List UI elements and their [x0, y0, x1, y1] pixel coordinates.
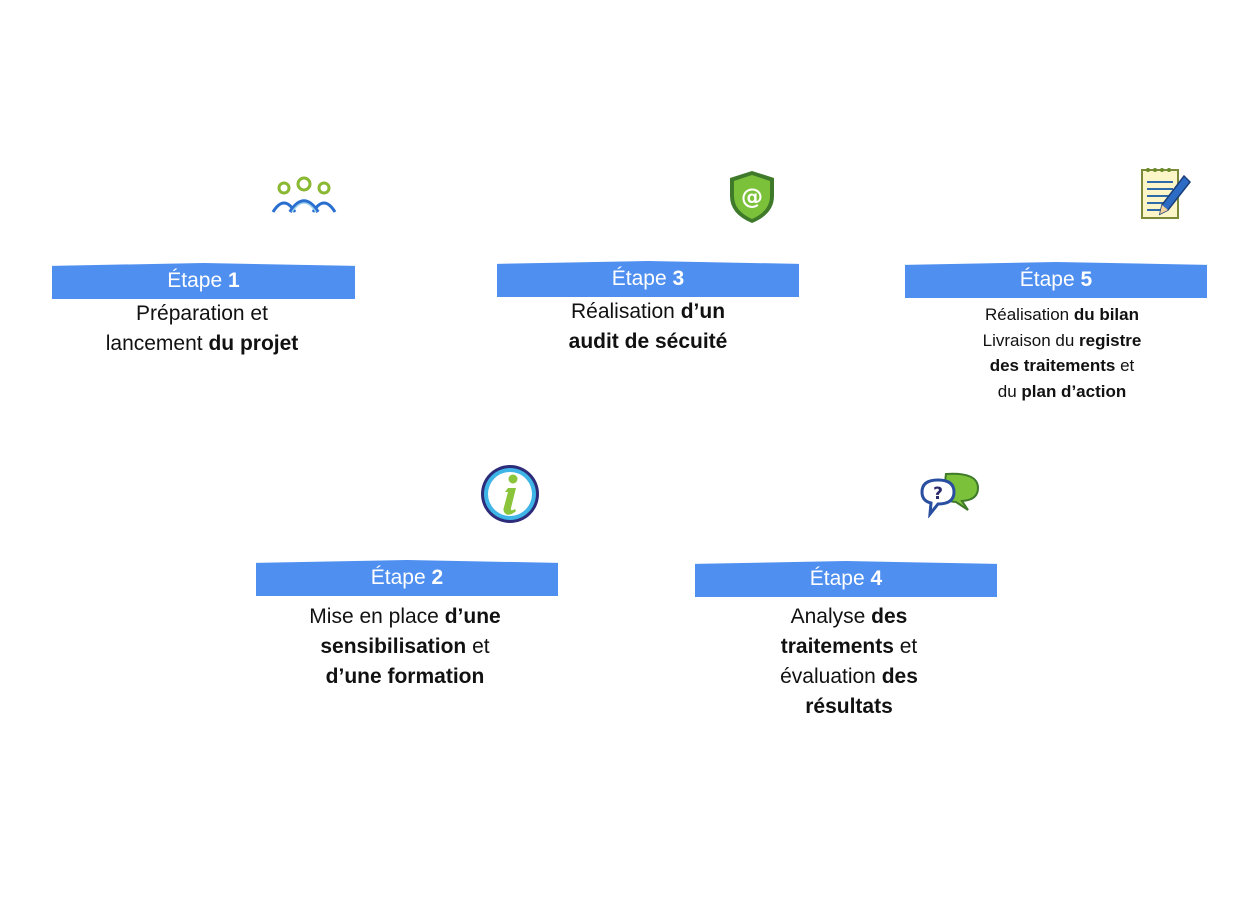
- text: évaluation: [780, 665, 882, 688]
- bold-text: des traitements: [989, 356, 1116, 375]
- bold-text: du bilan: [1073, 305, 1139, 324]
- text: et: [1115, 356, 1135, 375]
- step-2-banner: Étape 2: [256, 560, 558, 596]
- step-2-number: 2: [431, 566, 444, 589]
- step-5-number: 5: [1080, 268, 1093, 291]
- bold-text: plan d’action: [1021, 381, 1127, 401]
- bold-text: des: [871, 605, 908, 628]
- text: et: [893, 635, 918, 658]
- text: et: [466, 635, 490, 658]
- step-3-banner: Étape 3: [497, 261, 799, 297]
- description-line: Préparation et: [52, 299, 352, 329]
- description-line: Livraison du registre: [912, 328, 1212, 354]
- description-line: audit de sécuité: [497, 327, 799, 357]
- step-3-label: Étape: [611, 267, 667, 290]
- text: Réalisation: [985, 305, 1074, 324]
- step-4-banner: Étape 4: [695, 561, 997, 597]
- shield-at-icon: @: [725, 168, 779, 226]
- step-1-number: 1: [228, 269, 240, 292]
- description-line: Réalisation du bilan: [912, 302, 1212, 328]
- bold-text: d’un: [680, 300, 726, 323]
- bold-text: registre: [1079, 330, 1142, 350]
- description-line: Analyse des: [698, 602, 1000, 632]
- description-line: du plan d’action: [912, 379, 1212, 405]
- description-line: sensibilisation et: [254, 632, 556, 662]
- step-2-label: Étape: [370, 566, 426, 589]
- description-line: lancement du projet: [52, 329, 352, 359]
- step-3-description: Réalisation d’un audit de sécuité: [497, 297, 799, 357]
- description-line: résultats: [698, 692, 1000, 722]
- description-line: d’une formation: [254, 662, 556, 692]
- step-1-banner: Étape 1: [52, 263, 355, 299]
- bold-text: d’une: [444, 605, 501, 628]
- description-line: traitements et: [698, 632, 1000, 662]
- step-4-label: Étape: [809, 567, 865, 590]
- bold-text: des: [881, 665, 918, 688]
- text: Analyse: [790, 605, 872, 628]
- description-line: évaluation des: [698, 662, 1000, 692]
- text: Mise en place: [309, 605, 445, 628]
- bold-text: audit de sécuité: [568, 330, 728, 353]
- description-line: des traitements et: [912, 353, 1212, 379]
- text: Livraison du: [982, 330, 1079, 350]
- question-bubbles-icon: ?: [918, 470, 982, 518]
- info-icon: [478, 462, 542, 526]
- bold-text: traitements: [780, 635, 894, 658]
- bold-text: du projet: [208, 332, 299, 355]
- svg-text:@: @: [741, 185, 763, 210]
- step-4-number: 4: [870, 567, 883, 590]
- step-5-label: Étape: [1019, 268, 1075, 291]
- bold-text: sensibilisation: [320, 635, 467, 658]
- step-5-banner: Étape 5: [905, 262, 1207, 298]
- bold-text: d’une formation: [325, 665, 485, 688]
- text: du: [997, 381, 1022, 401]
- people-group-icon: [270, 174, 338, 216]
- step-3-number: 3: [672, 267, 685, 290]
- text: Réalisation: [570, 300, 681, 323]
- notepad-pencil-icon: [1138, 164, 1192, 224]
- bold-text: résultats: [805, 695, 893, 718]
- text: Préparation et: [136, 302, 268, 325]
- text: lancement: [105, 332, 209, 355]
- step-1-description: Préparation et lancement du projet: [52, 299, 352, 359]
- svg-text:?: ?: [933, 484, 943, 504]
- description-line: Réalisation d’un: [497, 297, 799, 327]
- step-1-label: Étape: [167, 269, 223, 292]
- description-line: Mise en place d’une: [254, 602, 556, 632]
